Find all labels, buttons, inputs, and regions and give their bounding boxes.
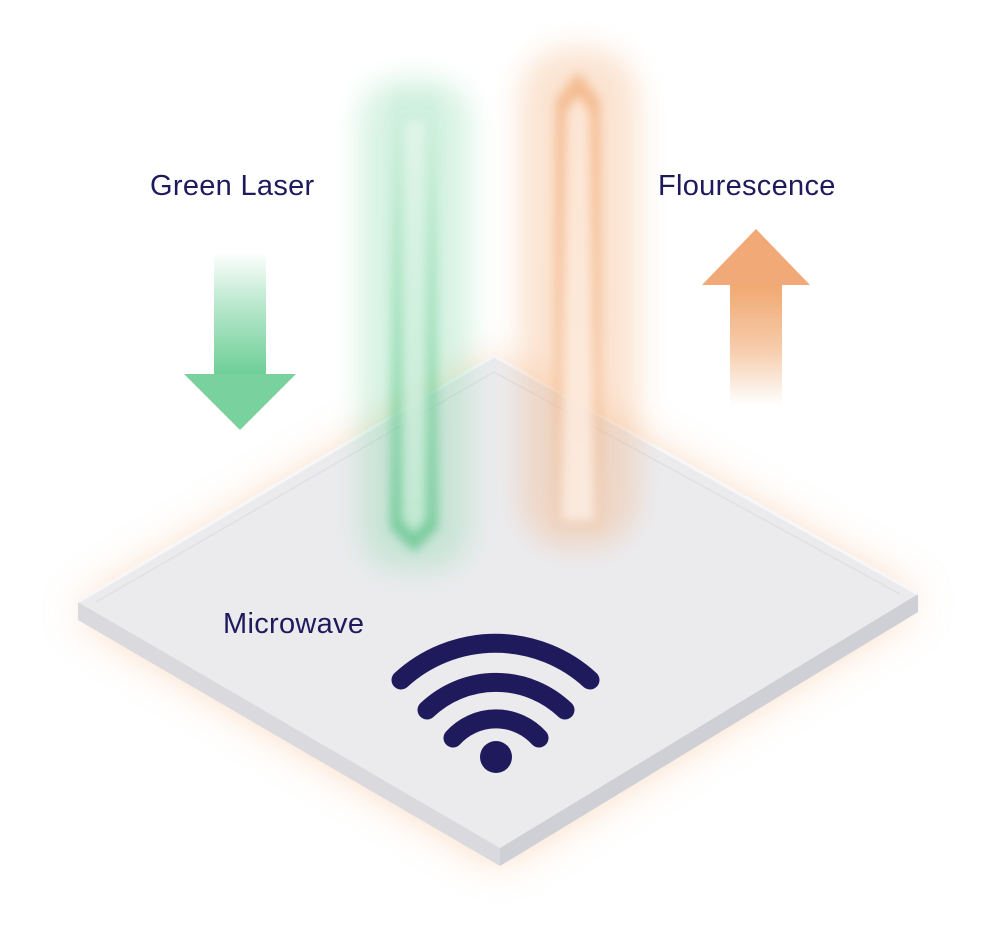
arrow-down-icon xyxy=(184,252,296,430)
arrow-up-icon xyxy=(702,229,810,405)
microwave-label: Microwave xyxy=(223,608,365,640)
green-laser-label: Green Laser xyxy=(150,170,315,202)
fluorescence-beam xyxy=(520,48,638,548)
glass-slab xyxy=(77,354,919,866)
green-laser-beam xyxy=(360,80,470,570)
fluorescence-label: Flourescence xyxy=(658,170,836,202)
wifi-icon xyxy=(391,633,600,773)
